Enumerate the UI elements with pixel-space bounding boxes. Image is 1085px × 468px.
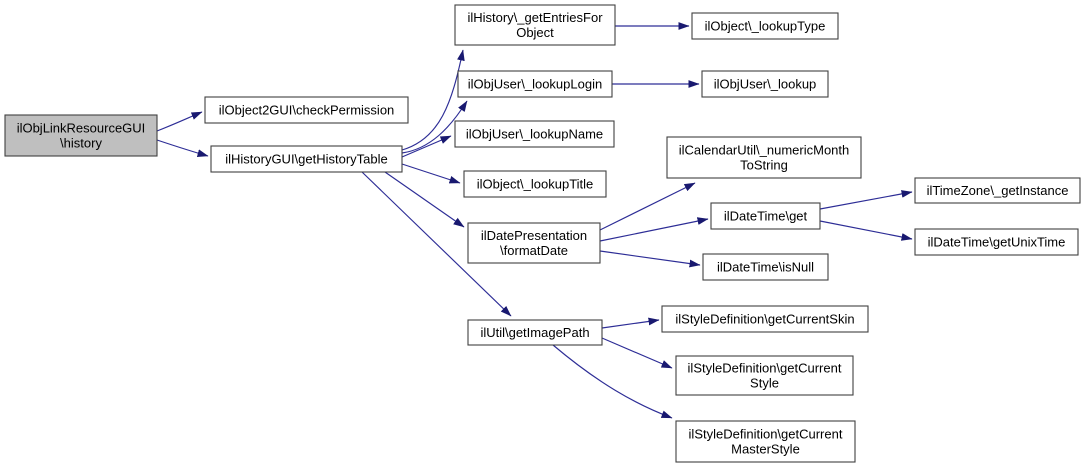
- edge-get-getUnixTime: [819, 220, 913, 241]
- node-label-isNull: ilDateTime\isNull: [717, 260, 814, 275]
- node-box-isNull[interactable]: [702, 253, 829, 281]
- edge-getImagePath-getCurrentMasterStyle: [552, 344, 673, 419]
- node-label-lookup: ilObjUser\_lookup: [714, 77, 817, 92]
- node-label-formatDate-line1: ilDatePresentation: [481, 228, 587, 243]
- node-box-getCurrentStyle[interactable]: [675, 355, 854, 396]
- edge-formatDate-numericMonthToString: [599, 182, 696, 231]
- node-label-getCurrentStyle-line1: ilStyleDefinition\getCurrent: [688, 361, 842, 376]
- node-get[interactable]: ilDateTime\get: [710, 202, 821, 230]
- node-getCurrentSkin[interactable]: ilStyleDefinition\getCurrentSkin: [661, 305, 869, 333]
- node-formatDate[interactable]: ilDatePresentation\formatDate: [467, 222, 601, 264]
- node-box-getCurrentSkin[interactable]: [661, 305, 869, 333]
- node-lookupType[interactable]: ilObject\_lookupType: [691, 12, 839, 40]
- node-box-lookupName[interactable]: [454, 120, 615, 148]
- node-box-getUnixTime[interactable]: [914, 228, 1079, 256]
- node-box-lookupLogin[interactable]: [457, 70, 613, 98]
- node-label-getInstance: ilTimeZone\_getInstance: [927, 183, 1069, 198]
- node-box-get[interactable]: [710, 202, 821, 230]
- node-label-numericMonthToString-line1: ilCalendarUtil\_numericMonth: [679, 143, 850, 158]
- node-label-getEntriesForObject-line1: ilHistory\_getEntriesFor: [467, 10, 603, 25]
- node-box-getImagePath[interactable]: [467, 319, 603, 346]
- edge-history-checkPermission: [156, 111, 203, 132]
- node-lookupLogin[interactable]: ilObjUser\_lookupLogin: [457, 70, 613, 98]
- node-box-getEntriesForObject[interactable]: [454, 4, 616, 46]
- node-getImagePath[interactable]: ilUtil\getImagePath: [467, 319, 603, 346]
- node-box-numericMonthToString[interactable]: [666, 136, 862, 179]
- node-lookup[interactable]: ilObjUser\_lookup: [701, 70, 829, 98]
- node-label-lookupLogin: ilObjUser\_lookupLogin: [468, 77, 602, 92]
- edge-getHistoryTable-formatDate: [384, 171, 465, 228]
- node-label-getCurrentMasterStyle-line1: ilStyleDefinition\getCurrent: [689, 427, 843, 442]
- node-label-getUnixTime: ilDateTime\getUnixTime: [928, 235, 1066, 250]
- node-label-getCurrentMasterStyle-line2: MasterStyle: [731, 442, 800, 457]
- node-box-history: [4, 114, 158, 157]
- node-box-lookup[interactable]: [701, 70, 829, 98]
- node-label-getEntriesForObject-line2: Object: [516, 25, 554, 40]
- edge-get-getInstance: [819, 190, 913, 210]
- node-label-formatDate-line2: \formatDate: [500, 243, 568, 258]
- edge-formatDate-get: [599, 217, 709, 242]
- node-getUnixTime[interactable]: ilDateTime\getUnixTime: [914, 228, 1079, 256]
- node-box-getInstance[interactable]: [914, 177, 1081, 204]
- node-getHistoryTable[interactable]: ilHistoryGUI\getHistoryTable: [210, 145, 403, 173]
- node-label-lookupType: ilObject\_lookupType: [705, 19, 826, 34]
- node-label-history-line2: \history: [60, 136, 102, 151]
- edge-getImagePath-getCurrentStyle: [601, 337, 673, 369]
- node-box-getCurrentMasterStyle[interactable]: [675, 420, 856, 463]
- node-label-getHistoryTable: ilHistoryGUI\getHistoryTable: [225, 152, 388, 167]
- node-box-getHistoryTable[interactable]: [210, 145, 403, 173]
- node-label-numericMonthToString-line2: ToString: [740, 158, 788, 173]
- node-label-getCurrentStyle-line2: Style: [750, 376, 779, 391]
- edge-history-getHistoryTable: [156, 139, 209, 157]
- node-label-getCurrentSkin: ilStyleDefinition\getCurrentSkin: [675, 312, 854, 327]
- edge-getHistoryTable-lookupTitle: [401, 163, 461, 184]
- node-box-formatDate[interactable]: [467, 222, 601, 264]
- node-label-lookupTitle: ilObject\_lookupTitle: [477, 177, 594, 192]
- node-lookupName[interactable]: ilObjUser\_lookupName: [454, 120, 615, 148]
- node-getInstance[interactable]: ilTimeZone\_getInstance: [914, 177, 1081, 204]
- edge-getHistoryTable-getEntriesForObject: [401, 49, 465, 151]
- edge-getHistoryTable-lookupLogin: [401, 100, 468, 154]
- edge-formatDate-isNull: [599, 250, 701, 268]
- node-label-history-line1: ilObjLinkResourceGUI: [17, 121, 146, 136]
- node-history: ilObjLinkResourceGUI\history: [4, 114, 158, 157]
- node-label-lookupName: ilObjUser\_lookupName: [466, 127, 603, 142]
- node-label-checkPermission: ilObject2GUI\checkPermission: [219, 103, 395, 118]
- node-label-getImagePath: ilUtil\getImagePath: [480, 325, 589, 340]
- node-label-get: ilDateTime\get: [724, 209, 808, 224]
- edge-getHistoryTable-lookupName: [401, 135, 452, 158]
- node-isNull[interactable]: ilDateTime\isNull: [702, 253, 829, 281]
- node-box-lookupType[interactable]: [691, 12, 839, 40]
- node-box-lookupTitle[interactable]: [463, 170, 607, 198]
- edge-getHistoryTable-getImagePath: [361, 171, 512, 317]
- node-lookupTitle[interactable]: ilObject\_lookupTitle: [463, 170, 607, 198]
- edge-getImagePath-getCurrentSkin: [601, 317, 660, 329]
- node-box-checkPermission[interactable]: [204, 96, 409, 124]
- node-checkPermission[interactable]: ilObject2GUI\checkPermission: [204, 96, 409, 124]
